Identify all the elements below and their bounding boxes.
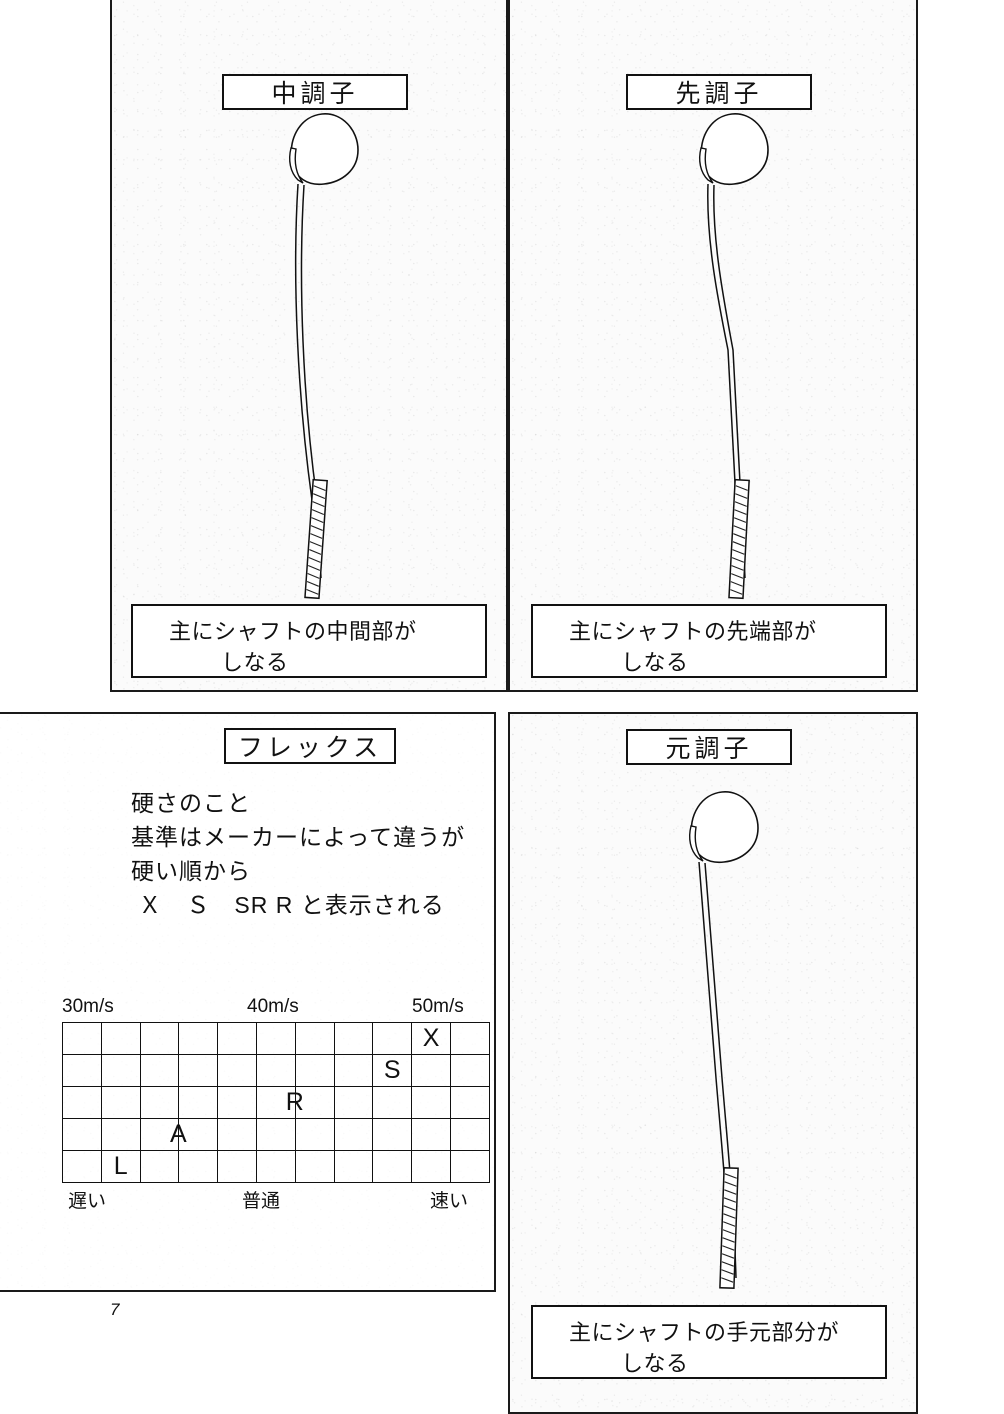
bottom-tick-2: 速い — [430, 1191, 469, 1212]
flex-description: 硬さのこと 基準はメーカーによって違うが 硬い順から Ｘ Ｓ SR R と表示さ… — [131, 790, 466, 918]
flex-cell-a: A — [139, 1118, 187, 1151]
flex-speed-chart: 30m/s 40m/s 50m/s X S — [62, 996, 490, 1214]
panel-title-mid-kick: 中調子 — [222, 74, 408, 110]
flex-marker-x: X — [422, 1023, 440, 1052]
caption-tip-kick-line1: 主にシャフトの先端部が — [569, 619, 817, 644]
table-row: R — [62, 1086, 490, 1119]
table-row: S — [62, 1054, 490, 1087]
table-row: X — [62, 1022, 490, 1055]
flex-cell-s: S — [372, 1054, 413, 1087]
top-tick-2: 50m/s — [412, 996, 464, 1017]
panel-title-butt-kick: 元調子 — [626, 729, 792, 765]
panel-mid-kick — [110, 0, 508, 692]
flex-cell-l: L — [100, 1150, 141, 1183]
panel-flex — [0, 712, 496, 1292]
caption-butt-kick-line1: 主にシャフトの手元部分が — [569, 1320, 840, 1345]
top-tick-0: 30m/s — [62, 996, 114, 1017]
chart-top-axis: 30m/s 40m/s 50m/s — [62, 996, 478, 1022]
golf-driver-tip-kick-icon — [699, 113, 769, 600]
panel-title-flex: フレックス — [224, 728, 396, 764]
caption-tip-kick: 主にシャフトの先端部が しなる — [531, 604, 887, 678]
caption-mid-kick-line1: 主にシャフトの中間部が — [169, 619, 417, 644]
flex-cell-x: X — [411, 1022, 451, 1055]
flex-marker-s: S — [383, 1055, 401, 1084]
table-row: A — [62, 1118, 490, 1151]
chart-bottom-axis: 遅い 普通 速い — [62, 1186, 478, 1214]
golf-driver-mid-kick-icon — [289, 113, 359, 600]
flex-marker-l: L — [113, 1151, 128, 1180]
caption-mid-kick: 主にシャフトの中間部が しなる — [131, 604, 487, 678]
top-tick-1: 40m/s — [247, 996, 299, 1017]
table-row: L — [62, 1150, 490, 1183]
flex-grid-table: X S R — [62, 1022, 490, 1183]
caption-tip-kick-line2: しなる — [621, 650, 689, 675]
panel-title-tip-kick: 先調子 — [626, 74, 812, 110]
panel-tip-kick — [508, 0, 918, 692]
caption-butt-kick-line2: しなる — [621, 1351, 689, 1376]
bottom-tick-0: 遅い — [68, 1191, 107, 1212]
caption-mid-kick-line2: しなる — [221, 650, 289, 675]
bottom-tick-1: 普通 — [242, 1191, 281, 1212]
page-number: 7 — [110, 1300, 120, 1319]
golf-driver-butt-kick-icon — [689, 791, 759, 1289]
flex-cell-r: R — [255, 1086, 304, 1119]
caption-butt-kick: 主にシャフトの手元部分が しなる — [531, 1305, 887, 1379]
